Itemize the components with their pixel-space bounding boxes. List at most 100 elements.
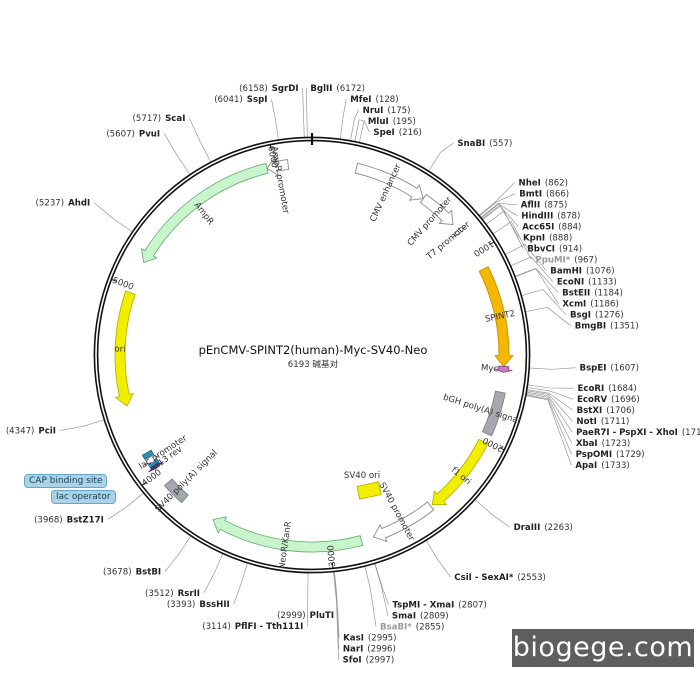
site-nrui: NruI(175) <box>363 106 411 116</box>
map-title: pEnCMV-SPINT2(human)-Myc-SV40-Neo <box>199 343 428 357</box>
site-rsrii: (3512) RsrII <box>145 589 200 599</box>
site-position: (1717) <box>682 428 700 438</box>
site-mfei: MfeI(128) <box>350 95 398 105</box>
feature-myc <box>494 365 513 373</box>
tick-2000 <box>499 447 505 451</box>
leader-mfei <box>339 99 347 139</box>
site-econi: EcoNI(1133) <box>557 278 617 288</box>
site-name: MluI <box>368 117 389 127</box>
leader-econi <box>510 256 554 282</box>
leader-xcmi <box>515 268 559 304</box>
site-bmgbi: BmgBI(1351) <box>575 322 639 332</box>
site-apai: ApaI(1733) <box>575 461 629 471</box>
feature-sv40-ori <box>356 481 382 500</box>
leader-nhei <box>479 182 515 216</box>
site-position: (2263) <box>544 523 573 533</box>
site-xcmi: XcmI (1186) <box>562 300 618 310</box>
leader-bmti <box>479 193 516 217</box>
site-bsteii: BstEII(1184) <box>562 289 623 299</box>
site-name: ScaI <box>165 114 185 124</box>
feature-t7-promoter <box>452 225 467 238</box>
site-position: (128) <box>376 95 399 105</box>
site-position: (2996) <box>367 645 396 655</box>
leader-ppumi <box>492 221 532 260</box>
leader-bsshii <box>233 563 248 605</box>
site-name: SfoI <box>343 656 362 666</box>
site-position: (1186) <box>590 300 619 310</box>
leader-pvui <box>163 133 191 175</box>
leader-sspi <box>271 99 279 140</box>
feature-label-bgh-poly-a-signal: bGH poly(A) signal <box>442 393 521 427</box>
site-position: (1076) <box>586 267 615 277</box>
site-kasi: KasI(2995) <box>343 634 396 644</box>
site-position: (914) <box>559 245 582 255</box>
map-size: 6193 碱基对 <box>288 358 339 370</box>
site-name: PciI <box>38 427 56 437</box>
watermark: biogege.com <box>512 629 694 667</box>
leader-smai <box>374 563 389 616</box>
feature-lac-promoter <box>143 454 160 466</box>
feature-ampr-promoter <box>266 156 290 177</box>
site-position: (195) <box>393 117 416 127</box>
site-kpni: KpnI(888) <box>523 234 572 244</box>
leader-noti <box>526 390 573 422</box>
site-position: (216) <box>399 128 422 138</box>
site-position: (1723) <box>602 439 631 449</box>
feature-cap-binding-site <box>141 449 154 460</box>
feature-ori <box>114 290 136 407</box>
site-bsshii: (3393)BssHII <box>167 600 230 610</box>
leader-bstxi <box>527 389 573 411</box>
site-name: ApaI <box>575 461 597 471</box>
site-position: (1133) <box>588 278 617 288</box>
site-spei: SpeI(216) <box>373 128 421 138</box>
site-name: SnaBI <box>457 139 485 149</box>
leader-paer7i-pspxi-xhoi <box>526 391 573 433</box>
site-name: CsiI - SexAI* <box>454 573 514 583</box>
site-bsgi: BsgI(1276) <box>570 311 624 321</box>
site-sspi: (6041)SspI <box>214 95 267 105</box>
feature-label-myc: Myc <box>480 363 498 374</box>
site-name: PvuI <box>139 129 160 139</box>
site-name: BbvCI <box>527 245 555 255</box>
tick-label-2000: 2000 <box>481 435 505 454</box>
leader-snabi <box>428 142 454 172</box>
leader-pcii <box>59 419 104 431</box>
site-name: RsrII <box>178 589 200 599</box>
leader-acc65i <box>482 204 519 227</box>
site-pcii: (4347)PciI <box>6 427 56 437</box>
site-position: (1729) <box>616 450 645 460</box>
site-sgrdi: (6158)SgrDI <box>239 84 299 94</box>
site-position: (884) <box>558 223 581 233</box>
feature-ampr <box>140 162 269 264</box>
site-position: (862) <box>545 179 568 189</box>
site-position: (3968) <box>34 515 63 525</box>
map-center: pEnCMV-SPINT2(human)-Myc-SV40-Neo 6193 碱… <box>199 343 428 370</box>
site-position: (967) <box>574 256 597 266</box>
lac-operator-badge: lac operator <box>51 490 116 504</box>
site-name: KpnI <box>523 234 545 244</box>
tick-5000 <box>111 279 117 282</box>
site-position: (3512) <box>145 589 174 599</box>
site-name: SgrDI <box>272 84 299 94</box>
site-position: (1184) <box>594 289 623 299</box>
feature-neor-kanr <box>212 516 364 553</box>
site-sfoi: SfoI(2997) <box>343 656 395 666</box>
site-position: (6172) <box>336 84 365 94</box>
leader-bspei <box>529 367 576 370</box>
site-snabi: SnaBI(557) <box>457 139 512 149</box>
site-position: (1351) <box>610 322 639 332</box>
site-bsabi: BsaBI*(2855) <box>380 623 444 633</box>
restriction-sites: BglII(6172)MfeI(128)NruI(175)MluI(195)Sp… <box>6 84 700 666</box>
site-scai: (5717)ScaI <box>133 114 186 124</box>
site-name: PflFI - Tth111I <box>235 622 304 632</box>
site-nari: NarI (2996) <box>343 645 396 655</box>
site-position: (866) <box>546 190 569 200</box>
site-bmti: BmtI(866) <box>519 190 569 200</box>
feature-f1-ori <box>431 438 489 506</box>
site-name: XcmI <box>562 300 586 310</box>
site-name: NarI <box>343 645 363 655</box>
site-position: (2807) <box>458 601 487 611</box>
leader-xbai <box>526 393 573 444</box>
